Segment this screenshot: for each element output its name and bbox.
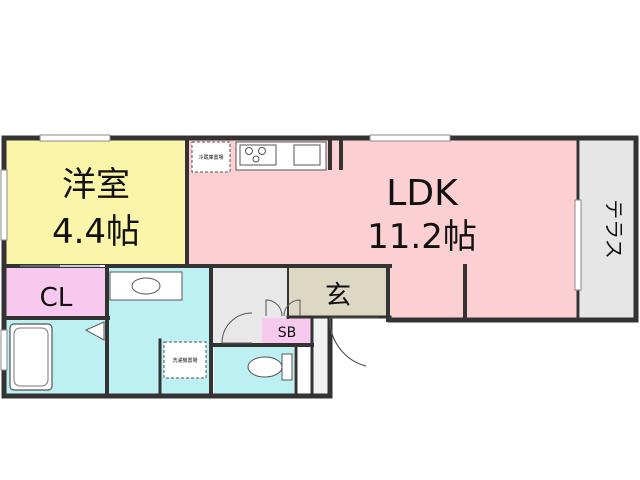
storage-door: [221, 312, 253, 344]
shoebox-door-left: [265, 299, 283, 317]
bathtub-inner: [13, 327, 49, 387]
room-western-name: 洋室: [62, 165, 130, 205]
walls: [1, 135, 639, 399]
terrace-fill: [580, 140, 634, 318]
washer-space: [163, 341, 207, 379]
terrace-label: テラス: [602, 199, 626, 259]
window-ldk-top: [369, 134, 451, 142]
toilet-tank: [281, 353, 293, 381]
shoebox-door-right: [283, 299, 301, 317]
bath-door: [84, 321, 105, 341]
burner-3: [252, 155, 260, 163]
room-western-size: 4.4帖: [52, 212, 140, 252]
closet-label: CL: [40, 283, 73, 313]
burner-2: [258, 147, 266, 155]
window-western-top: [39, 134, 111, 142]
toilet-bowl: [247, 356, 283, 378]
window-western-left: [0, 169, 8, 241]
kitchen-counter: [235, 141, 327, 171]
room-ldk-name: LDK: [386, 173, 459, 214]
fridge-space: [191, 141, 231, 173]
entrance-fill: [288, 268, 386, 316]
burner-1: [245, 147, 253, 155]
window-terrace: [574, 199, 582, 291]
shoebox-label: SB: [278, 325, 297, 341]
entrance-label: 玄: [325, 281, 351, 311]
room-western-fill: [6, 140, 186, 266]
entrance-floor-fill: [312, 318, 330, 394]
room-ldk-size: 11.2帖: [367, 217, 477, 257]
stove: [239, 144, 277, 166]
entrance-door: [329, 317, 378, 367]
fridge-space-label: 冷蔵庫置場: [198, 154, 223, 161]
washbasin: [131, 277, 161, 295]
closet-fill: [6, 268, 106, 318]
room-ldk-lower-fill: [388, 264, 578, 318]
washer-space-label: 洗濯機置場: [172, 357, 197, 364]
window-bath: [0, 329, 8, 371]
shoebox-fill: [262, 318, 312, 344]
windows: [0, 134, 582, 371]
sink: [293, 144, 321, 166]
